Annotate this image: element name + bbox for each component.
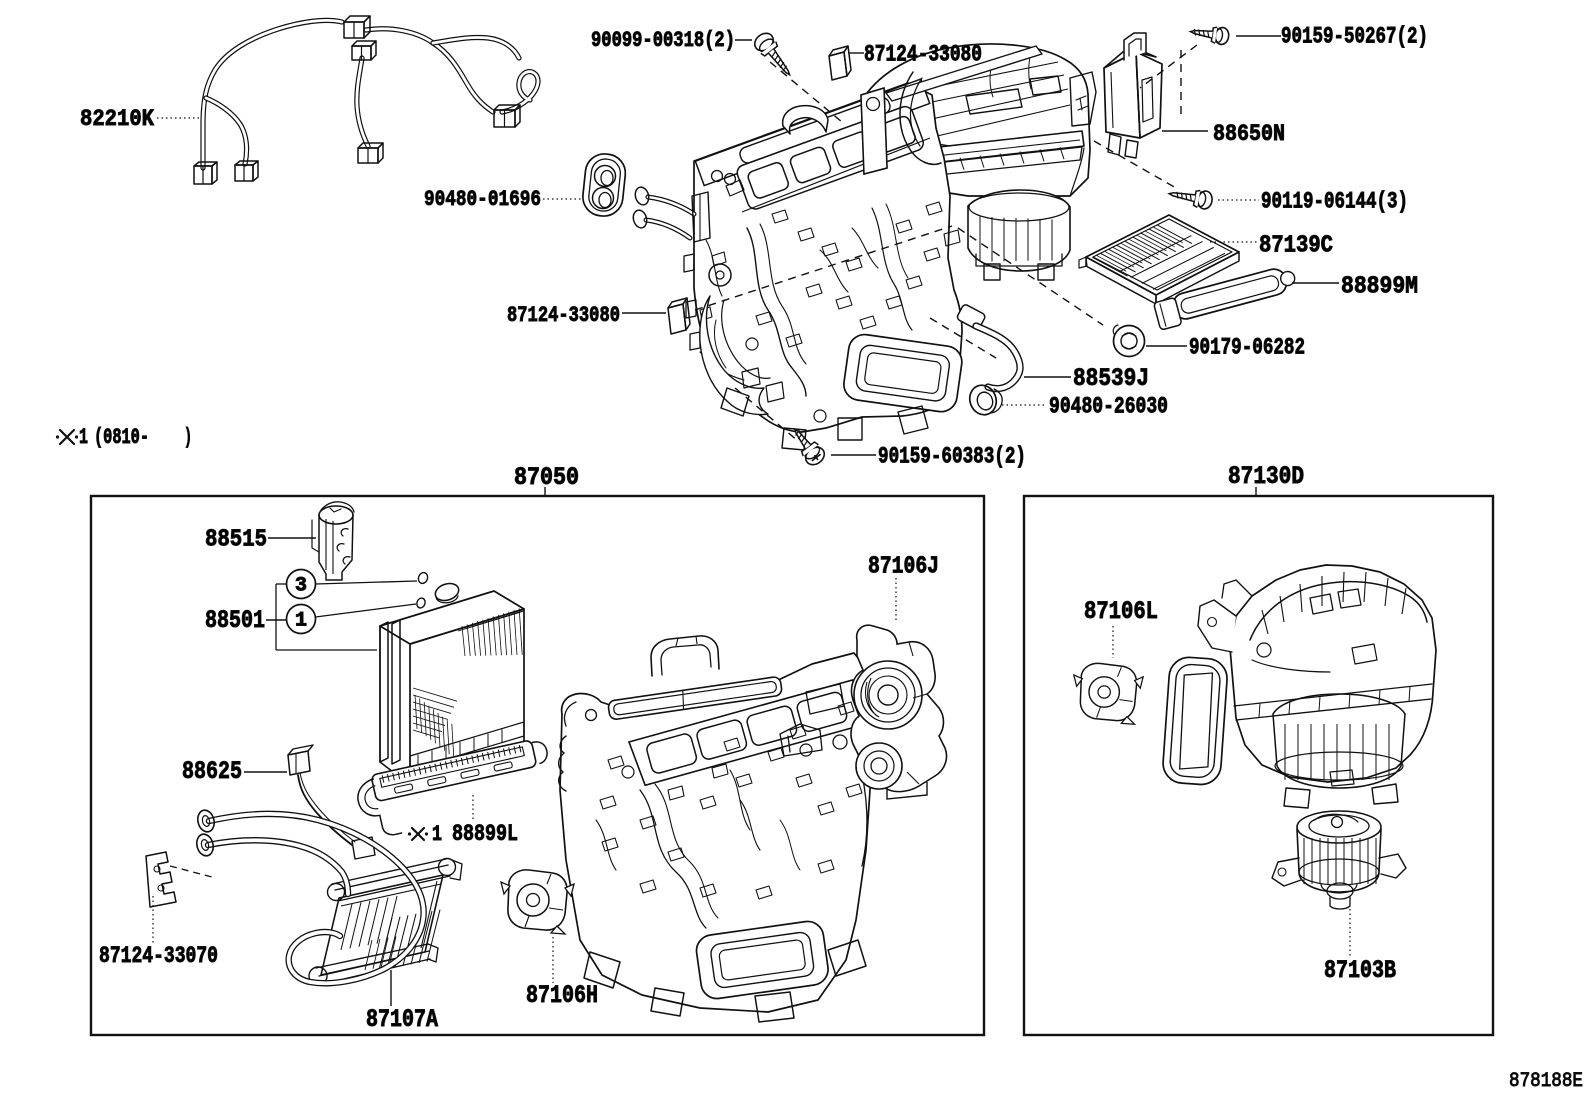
svg-text:87106L: 87106L <box>1084 597 1158 626</box>
svg-text:3: 3 <box>295 575 307 598</box>
svg-text:87130D: 87130D <box>1228 462 1304 491</box>
svg-text:88899L: 88899L <box>452 821 518 848</box>
svg-text:90480-26030: 90480-26030 <box>1049 394 1168 420</box>
svg-text:): ) <box>184 425 192 450</box>
svg-text:87103B: 87103B <box>1324 956 1396 985</box>
svg-text:88899M: 88899M <box>1341 274 1418 301</box>
svg-text:90159-50267(2): 90159-50267(2) <box>1281 24 1428 50</box>
svg-text:1: 1 <box>79 425 88 450</box>
svg-text:88539J: 88539J <box>1073 364 1149 393</box>
svg-text:87106H: 87106H <box>526 981 598 1010</box>
svg-text:87107A: 87107A <box>366 1005 438 1034</box>
svg-text:88650N: 88650N <box>1213 121 1285 148</box>
svg-text:87124-33070: 87124-33070 <box>99 943 218 970</box>
svg-text:87050: 87050 <box>514 463 579 492</box>
svg-text:88501: 88501 <box>205 606 265 635</box>
svg-text:90480-01696: 90480-01696 <box>424 187 541 212</box>
svg-text:88625: 88625 <box>182 757 242 786</box>
svg-text:1: 1 <box>295 610 307 633</box>
svg-text:87106J: 87106J <box>868 554 939 581</box>
svg-text:87139C: 87139C <box>1259 233 1333 260</box>
svg-text:90099-00318(2): 90099-00318(2) <box>591 28 735 53</box>
svg-text:87124-33080: 87124-33080 <box>864 42 982 68</box>
svg-text:88515: 88515 <box>205 527 267 554</box>
svg-text:90159-60383(2): 90159-60383(2) <box>878 444 1026 470</box>
svg-text:90119-06144(3): 90119-06144(3) <box>1261 189 1408 215</box>
svg-text:87124-33080: 87124-33080 <box>507 303 620 328</box>
svg-text:878188E: 878188E <box>1509 1070 1583 1093</box>
svg-text:1: 1 <box>432 822 442 847</box>
svg-text:(0810-: (0810- <box>94 425 149 450</box>
svg-text:82210K: 82210K <box>80 106 155 133</box>
svg-text:90179-06282: 90179-06282 <box>1189 335 1305 361</box>
